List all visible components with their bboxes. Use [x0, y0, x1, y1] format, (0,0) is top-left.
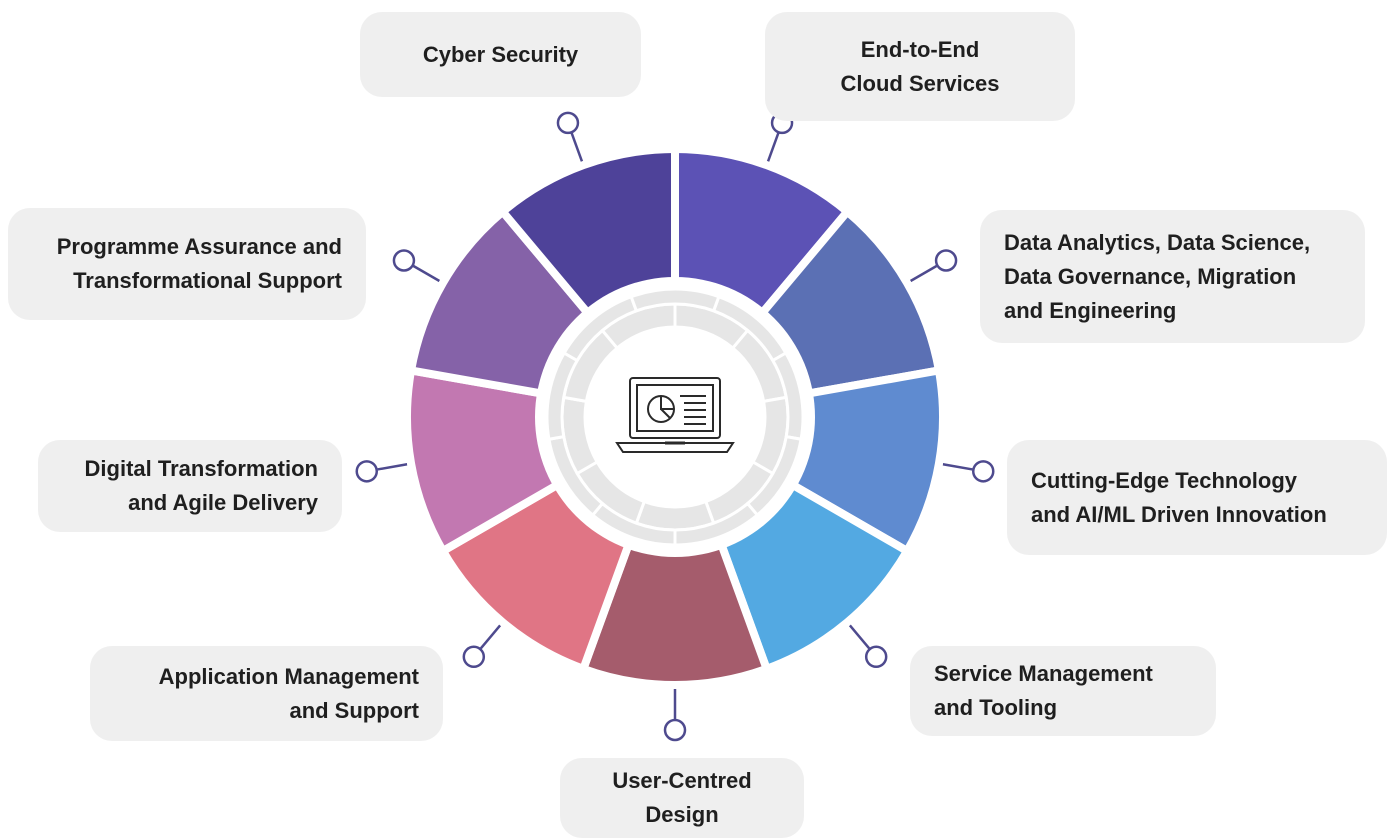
label-line: Application Management — [158, 663, 419, 689]
label-line: End-to-End — [860, 36, 980, 62]
connector-line-cyber — [570, 132, 584, 162]
label-programme-assurance: Programme Assurance and Transformational… — [8, 208, 366, 320]
label-line: Cutting-Edge Technology — [1031, 467, 1298, 493]
connectors — [355, 111, 995, 742]
label-line: Design — [645, 802, 719, 827]
label-line: and AI/ML Driven Innovation — [1031, 501, 1327, 527]
label-user-centred-design: User-Centred Design — [560, 758, 804, 838]
connector-line-data — [909, 264, 938, 283]
label-line: Data Governance, Migration — [1004, 263, 1297, 289]
label-line: Transformational Support — [73, 268, 342, 293]
label-digital-transformation: Digital Transformation and Agile Deliver… — [38, 440, 342, 532]
label-line: Programme Assurance and — [56, 234, 342, 259]
connector-node-programme — [392, 249, 416, 272]
connector-node-ai — [971, 460, 995, 483]
label-line: User-Centred — [612, 768, 752, 793]
label-cutting-edge-technology: Cutting-Edge Technology and AI/ML Driven… — [1007, 440, 1387, 555]
label-line: and Agile Delivery — [128, 490, 318, 515]
label-line: and Support — [289, 697, 419, 723]
inner-segmented-ring — [545, 287, 805, 547]
laptop-pie-chart-icon — [615, 377, 735, 453]
connector-line-programme — [412, 264, 441, 283]
connector-node-service — [864, 645, 888, 669]
label-application-management: Application Management and Support — [90, 646, 443, 741]
label-line: Service Management — [934, 661, 1153, 686]
connector-node-data — [934, 249, 958, 272]
center-disc — [585, 327, 765, 507]
label-cyber-security: Cyber Security — [360, 12, 641, 97]
label-line: Digital Transformation — [84, 456, 318, 481]
label-line: and Engineering — [1004, 297, 1177, 323]
label-data-analytics: Data Analytics, Data Science, Data Gover… — [980, 210, 1365, 343]
connector-node-cyber — [556, 111, 580, 135]
inner-ring-tile — [629, 287, 721, 313]
connector-line-cloud — [766, 132, 780, 162]
label-line: Cyber Security — [422, 41, 579, 67]
label-cloud-services: End-to-End Cloud Services — [765, 12, 1075, 121]
connector-line-digital — [377, 463, 408, 471]
connector-node-ucd — [663, 718, 687, 742]
label-service-management: Service Management and Tooling — [910, 646, 1216, 736]
label-line: and Tooling — [934, 695, 1058, 720]
label-line: Data Analytics, Data Science, — [1004, 229, 1311, 255]
connector-node-appmgmt — [462, 645, 486, 669]
connector-line-service — [848, 624, 871, 650]
label-line: Cloud Services — [840, 70, 1000, 96]
connector-line-ai — [942, 463, 973, 471]
connector-line-appmgmt — [479, 624, 502, 650]
connector-node-digital — [355, 460, 379, 483]
